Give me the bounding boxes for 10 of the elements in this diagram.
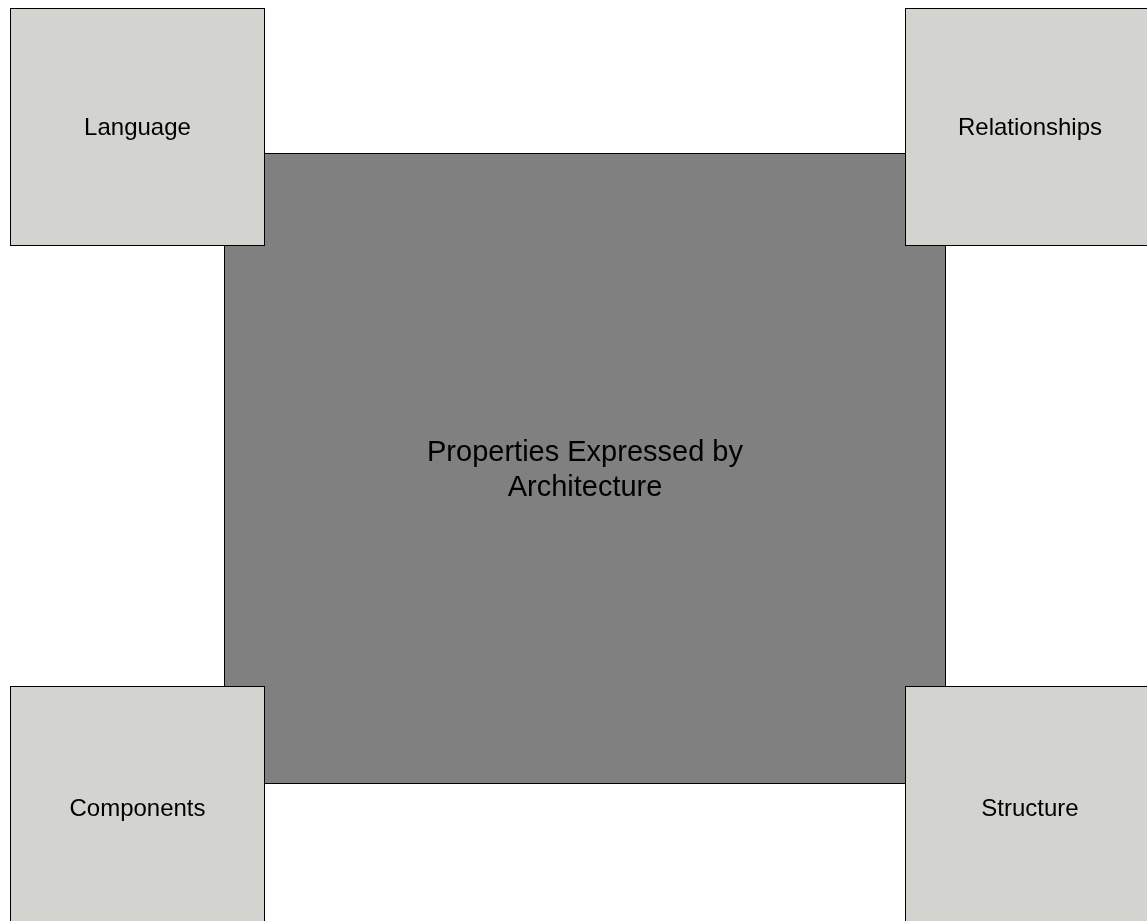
central-box <box>224 153 946 784</box>
concept-box <box>905 686 1147 921</box>
node-label: Structure <box>981 794 1079 823</box>
concept-box <box>10 686 265 921</box>
node-label: Language <box>84 112 191 142</box>
node-label: Properties Expressed by Architecture <box>426 433 744 504</box>
concept-box <box>905 8 1147 246</box>
concept-box <box>10 8 265 246</box>
node-label: Relationships <box>957 112 1103 142</box>
node-label: Components <box>69 794 206 823</box>
